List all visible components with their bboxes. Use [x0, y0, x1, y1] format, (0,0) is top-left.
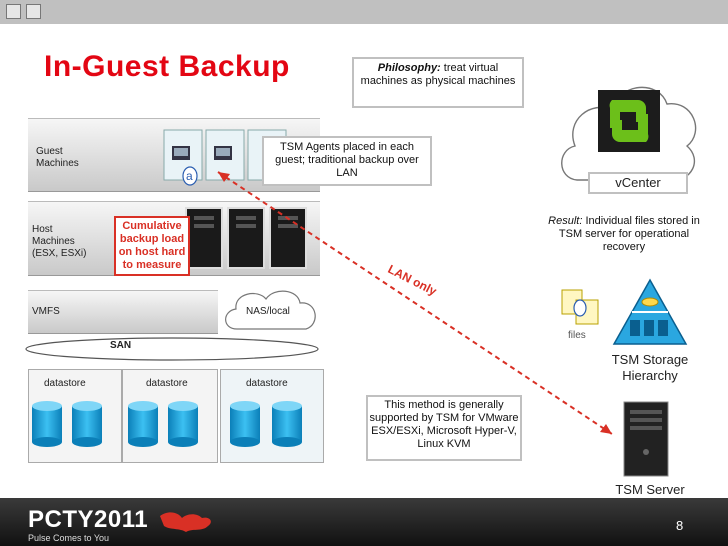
window-control-square: [6, 4, 21, 19]
cylinder-icon: [230, 401, 260, 447]
vcenter-label: vCenter: [588, 172, 688, 194]
server-tower-icon: [185, 207, 223, 269]
server-tower-icon: [227, 207, 265, 269]
philosophy-text: treat virtual machines as physical machi…: [360, 62, 516, 87]
svg-text:a: a: [186, 169, 193, 183]
window-control-square: [26, 4, 41, 19]
top-bar: [0, 0, 728, 24]
footer-tagline: Pulse Comes to You: [28, 533, 110, 543]
conference-logo: PCTY2011: [28, 506, 149, 533]
world-map-icon: [160, 512, 211, 532]
cylinder-icon: [32, 401, 62, 447]
tsm-server-icon: [623, 401, 669, 477]
nas-cloud: [225, 290, 316, 330]
cylinder-icon: [272, 401, 302, 447]
datastore-cylinders: [32, 401, 302, 447]
datastore-label: datastore: [44, 378, 86, 389]
datastore-label: datastore: [146, 378, 188, 389]
files-label: files: [568, 330, 586, 341]
slide-number: 8: [676, 518, 684, 533]
result-note: Result: Individual files stored in TSM s…: [538, 215, 710, 254]
tsm-server-label: TSM Server: [615, 482, 685, 497]
footer-bar: PCTY2011 Pulse Comes to You 8: [0, 498, 728, 546]
philosophy-lead: Philosophy:: [377, 62, 441, 74]
cylinder-icon: [128, 401, 158, 447]
cylinder-icon: [72, 401, 102, 447]
host-servers: [185, 207, 307, 269]
philosophy-note: Philosophy: treat virtual machines as ph…: [352, 57, 524, 108]
supported-platforms-note: This method is generally supported by TS…: [366, 395, 522, 461]
datastore-label: datastore: [246, 378, 288, 389]
nas-local-label: NAS/local: [246, 306, 290, 317]
result-text: Individual files stored in TSM server fo…: [558, 215, 700, 253]
slide-title: In-Guest Backup: [44, 50, 290, 83]
cylinder-icon: [168, 401, 198, 447]
agent-icon: a: [182, 166, 198, 186]
files-icon: [561, 289, 599, 325]
san-label: SAN: [110, 340, 132, 351]
cumulative-load-note: Cumulative backup load on host hard to m…: [114, 216, 190, 276]
vmfs-band: [28, 290, 218, 334]
tsm-agents-note: TSM Agents placed in each guest; traditi…: [262, 136, 432, 186]
vcenter-logo-icon: [598, 90, 660, 152]
vmfs-label: VMFS: [32, 306, 60, 317]
san-ellipse: [25, 337, 319, 361]
storage-pyramid-icon: [612, 278, 688, 345]
tsm-storage-label: TSM Storage Hierarchy: [611, 352, 689, 383]
result-lead: Result:: [548, 215, 583, 227]
